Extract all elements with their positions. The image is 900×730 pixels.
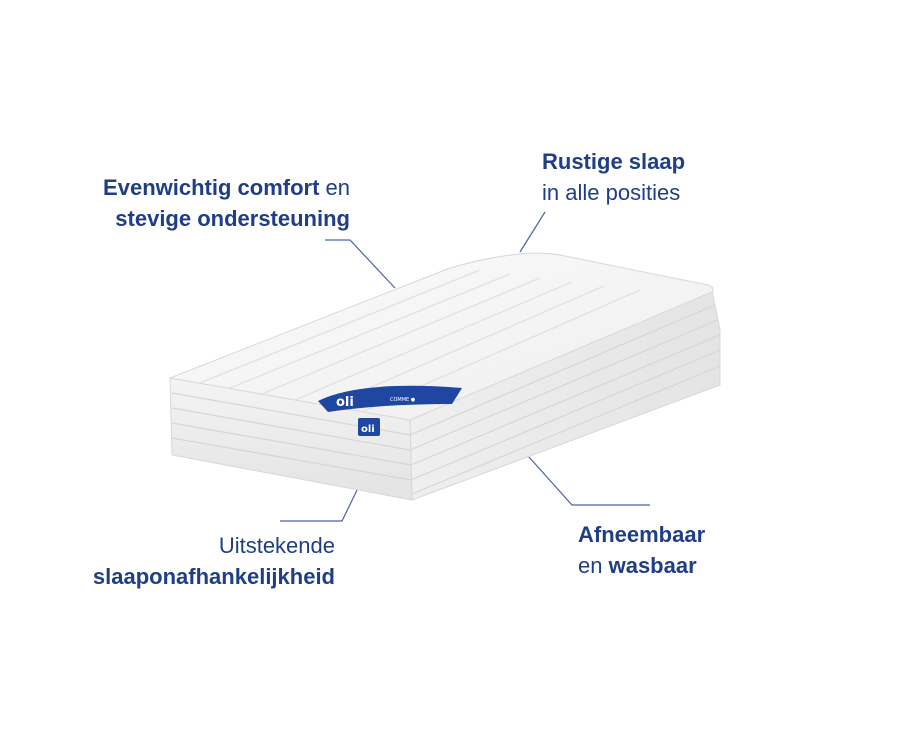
mattress bbox=[168, 252, 721, 501]
brand-label-text: COMME ● bbox=[390, 397, 416, 403]
caption-bottom-left-line2: slaaponafhankelijkheid bbox=[93, 561, 335, 592]
caption-bottom-right-regular2: en bbox=[578, 553, 609, 578]
caption-top-left-bold2: stevige ondersteuning bbox=[115, 206, 350, 231]
caption-bottom-right-line1: Afneembaar bbox=[578, 519, 705, 550]
caption-bottom-right-bold1: Afneembaar bbox=[578, 522, 706, 547]
brand-tag bbox=[358, 418, 380, 436]
caption-top-left-line2: stevige ondersteuning bbox=[103, 203, 350, 234]
caption-bottom-left-regular1: Uitstekende bbox=[218, 533, 335, 558]
leader-line-bottom-left bbox=[280, 483, 361, 522]
caption-top-right: Rustige slaap in alle posities bbox=[542, 146, 685, 208]
caption-top-left-bold1: Evenwichtig comfort bbox=[103, 175, 320, 200]
leader-line-top-right bbox=[519, 211, 546, 253]
caption-bottom-left-bold2: slaaponafhankelijkheid bbox=[92, 564, 335, 589]
caption-top-right-regular2: in alle posities bbox=[542, 180, 681, 205]
brand-label-logo: oli bbox=[336, 395, 354, 410]
caption-bottom-left: Uitstekende slaaponafhankelijkheid bbox=[93, 530, 335, 592]
caption-top-right-bold1: Rustige slaap bbox=[542, 149, 686, 174]
caption-top-right-line2: in alle posities bbox=[542, 177, 685, 208]
leader-line-top-left bbox=[325, 239, 396, 289]
leader-line-bottom-right bbox=[519, 446, 650, 506]
caption-top-right-line1: Rustige slaap bbox=[542, 146, 685, 177]
caption-top-left-regular1: en bbox=[319, 175, 350, 200]
quilting-lines bbox=[199, 269, 641, 413]
leader-lines bbox=[280, 211, 650, 522]
caption-top-left: Evenwichtig comfort en stevige ondersteu… bbox=[103, 172, 350, 234]
caption-bottom-right-line2: en wasbaar bbox=[578, 550, 705, 581]
brand-tag-logo: oli bbox=[361, 424, 375, 435]
mattress-top bbox=[168, 252, 714, 421]
caption-bottom-right: Afneembaar en wasbaar bbox=[578, 519, 705, 581]
caption-top-left-line1: Evenwichtig comfort en bbox=[103, 172, 350, 203]
caption-bottom-left-line1: Uitstekende bbox=[93, 530, 335, 561]
long-side-ribs bbox=[409, 304, 721, 495]
brand-label-band bbox=[318, 385, 462, 412]
caption-bottom-right-bold2: wasbaar bbox=[608, 553, 697, 578]
